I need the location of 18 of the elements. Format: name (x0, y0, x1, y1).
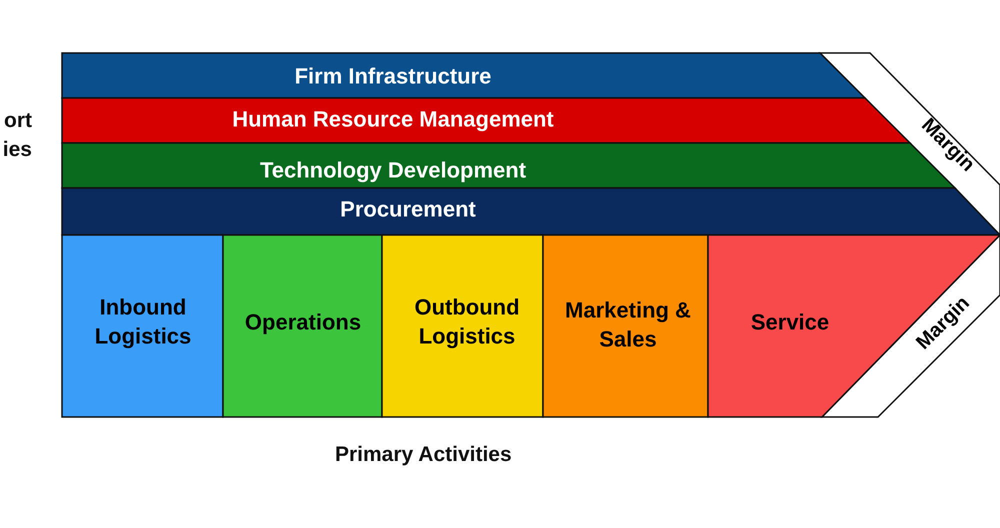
activity-label: Procurement (340, 196, 476, 224)
margin-band (820, 53, 1000, 235)
activity-label: Inbound Logistics (94, 293, 192, 350)
axis-label: Primary Activities (335, 442, 513, 468)
activity-label: Operations (244, 308, 362, 337)
support-band (62, 188, 1000, 235)
primary-activity-box (543, 235, 708, 417)
side-label: ort ies (2, 108, 32, 164)
primary-activity-box (708, 235, 1000, 417)
activity-label: Technology Development (260, 156, 526, 185)
activity-label: Service (750, 308, 830, 337)
primary-activity-box (223, 235, 382, 417)
activity-label: Outbound Logistics (413, 293, 521, 350)
primary-activity-box (62, 235, 223, 417)
activity-label: Marketing & Sales (564, 296, 692, 353)
activity-label: Firm Infrastructure (294, 62, 492, 91)
activity-label: Human Resource Management (232, 106, 554, 134)
primary-activity-box (382, 235, 543, 417)
